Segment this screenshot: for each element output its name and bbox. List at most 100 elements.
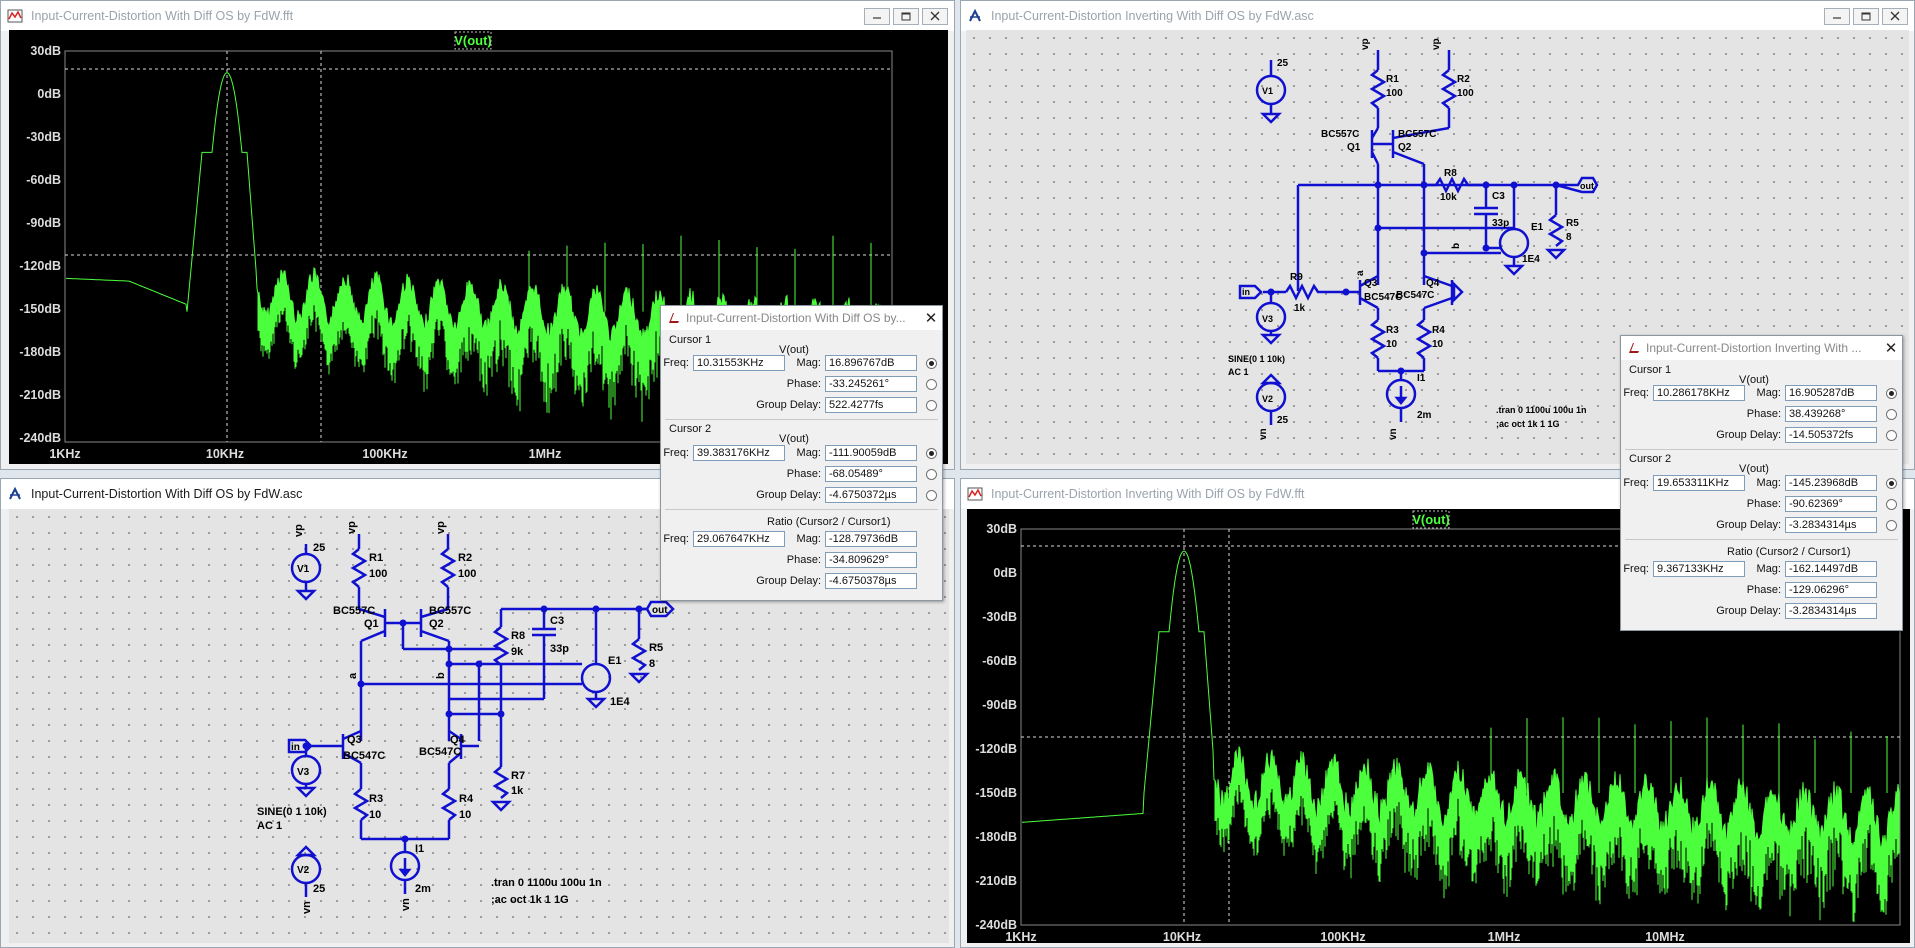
- x-tick: 10KHz: [206, 447, 244, 461]
- ratio-phase-field[interactable]: -34.809629°: [825, 552, 917, 568]
- cursor-window-titlebar[interactable]: Input-Current-Distortion Inverting With …: [1621, 336, 1902, 360]
- window-titlebar[interactable]: Input-Current-Distortion With Diff OS by…: [1, 1, 954, 31]
- y-tick: -240dB: [19, 431, 61, 445]
- ratio-freq-field[interactable]: 29.067647KHz: [693, 531, 785, 547]
- label-r5val: 8: [649, 658, 655, 670]
- cursor1-mag-field[interactable]: 16.905287dB: [1785, 385, 1877, 401]
- cursor-readout-window[interactable]: Input-Current-Distortion With Diff OS by…: [660, 305, 943, 601]
- cursor2-mag-radio[interactable]: [1886, 477, 1897, 489]
- cursor2-mag-field[interactable]: -111.90059dB: [825, 445, 917, 461]
- cursor1-gd-radio[interactable]: [926, 399, 937, 411]
- close-icon[interactable]: ✕: [1884, 340, 1898, 357]
- cursor1-phase-radio[interactable]: [1886, 408, 1897, 420]
- plot-frame: [1020, 528, 1901, 926]
- fft-plot-svg[interactable]: V(out) 30dB 0dB -30dB -60dB -90dB -120dB…: [967, 509, 1910, 944]
- label-acdir: ;ac oct 1k 1 1G: [491, 894, 569, 906]
- cursor2-gd-radio[interactable]: [926, 489, 937, 501]
- minimize-button[interactable]: [1824, 7, 1850, 25]
- cursor2-gd-radio[interactable]: [1886, 519, 1897, 531]
- ratio-freq-field[interactable]: 9.367133KHz: [1653, 561, 1745, 577]
- label-q1: Q1: [364, 618, 379, 630]
- trace-label-box: [454, 31, 492, 50]
- label-tran: .tran 0 1100u 100u 1n: [1496, 405, 1587, 415]
- label-q2: Q2: [1398, 142, 1412, 153]
- label-r4val: 10: [1432, 339, 1444, 350]
- cursor1-gd-field[interactable]: -14.505372fs: [1785, 427, 1877, 443]
- cursor1-group-label: Cursor 1: [669, 334, 712, 346]
- cursor2-gd-field[interactable]: -4.6750372µs: [825, 487, 917, 503]
- label-r1: R1: [1386, 74, 1399, 85]
- cursor2-gd-field[interactable]: -3.2834314µs: [1785, 517, 1877, 533]
- cursor1-freq-field[interactable]: 10.286178KHz: [1653, 385, 1745, 401]
- restore-button[interactable]: [1853, 7, 1879, 25]
- ratio-phase-field[interactable]: -129.06296°: [1785, 582, 1877, 598]
- label-r5val: 8: [1566, 232, 1572, 243]
- label-vp: vp: [293, 524, 305, 537]
- label-r8: R8: [511, 630, 525, 642]
- restore-button[interactable]: [893, 7, 919, 25]
- ratio-mag-field[interactable]: -128.79736dB: [825, 531, 917, 547]
- cursor2-freq-field[interactable]: 39.383176KHz: [693, 445, 785, 461]
- cursor2-mag-field[interactable]: -145.23968dB: [1785, 475, 1877, 491]
- cursor-readout-window[interactable]: Input-Current-Distortion Inverting With …: [1620, 335, 1903, 631]
- cursor1-mag-radio[interactable]: [926, 357, 937, 369]
- cursor1-mag-field[interactable]: 16.896767dB: [825, 355, 917, 371]
- label-vn: vn: [301, 901, 313, 914]
- y-tick: -120dB: [19, 259, 61, 273]
- fft-window-icon: [967, 487, 983, 501]
- schematic-canvas[interactable]: 25 V1 vp vp R1 100 R2 100 BC557C Q1 BC55…: [966, 30, 1909, 464]
- label-r2: R2: [1457, 74, 1470, 85]
- schematic-svg[interactable]: 25 V1 vp vp vp R1 100 R2 100 BC557C Q1 B…: [9, 509, 949, 943]
- ratio-gd-field[interactable]: -3.2834314µs: [1785, 603, 1877, 619]
- x-tick: 1KHz: [1005, 930, 1036, 943]
- label-r1val: 100: [1386, 88, 1403, 99]
- plot-frame: [64, 50, 893, 443]
- label-in: in: [1242, 287, 1250, 297]
- ratio-gd-field[interactable]: -4.6750378µs: [825, 573, 917, 589]
- cursor2-trace: V(out): [779, 433, 809, 445]
- cursor2-phase-radio[interactable]: [926, 468, 937, 480]
- cursor-window-titlebar[interactable]: Input-Current-Distortion With Diff OS by…: [661, 306, 942, 330]
- trace-label[interactable]: V(out): [454, 33, 492, 48]
- cursor1-freq-field[interactable]: 10.31553KHz: [693, 355, 785, 371]
- phase-label: Phase:: [786, 554, 821, 566]
- cursor2-phase-field[interactable]: -90.62369°: [1785, 496, 1877, 512]
- cursor1-phase-field[interactable]: 38.439268°: [1785, 406, 1877, 422]
- window-titlebar[interactable]: Input-Current-Distortion Inverting With …: [961, 1, 1914, 31]
- close-button[interactable]: [1882, 7, 1908, 25]
- cursor1-phase-field[interactable]: -33.245261°: [825, 376, 917, 392]
- cursor2-group-label: Cursor 2: [669, 423, 712, 435]
- close-button[interactable]: [922, 7, 948, 25]
- x-tick: 1KHz: [49, 447, 80, 461]
- label-r8val: 10k: [1440, 192, 1457, 203]
- cursor1-gd-field[interactable]: 522.4277fs: [825, 397, 917, 413]
- label-r9: R9: [1290, 272, 1303, 283]
- label-r8val: 9k: [511, 646, 524, 658]
- ratio-mag-field[interactable]: -162.14497dB: [1785, 561, 1877, 577]
- cursor2-phase-radio[interactable]: [1886, 498, 1897, 510]
- close-icon[interactable]: ✕: [924, 310, 938, 327]
- cursor2-mag-radio[interactable]: [926, 447, 937, 459]
- schematic-svg[interactable]: 25 V1 vp vp R1 100 R2 100 BC557C Q1 BC55…: [966, 30, 1909, 464]
- freq-label: Freq:: [1623, 563, 1649, 575]
- label-v1val: 25: [1277, 58, 1289, 69]
- trace-label[interactable]: V(out): [1412, 512, 1450, 527]
- cursor2-phase-field[interactable]: -68.05489°: [825, 466, 917, 482]
- cursor1-gd-radio[interactable]: [1886, 429, 1897, 441]
- cursor1-phase-radio[interactable]: [926, 378, 937, 390]
- ltspice-logo-icon: [1629, 343, 1639, 353]
- label-r3: R3: [369, 793, 383, 805]
- cursor1-mag-radio[interactable]: [1886, 387, 1897, 399]
- divider: [1625, 539, 1898, 540]
- window-title: Input-Current-Distortion With Diff OS by…: [31, 9, 294, 23]
- cursor1-trace: V(out): [779, 344, 809, 356]
- minimize-button[interactable]: [864, 7, 890, 25]
- y-tick: 30dB: [30, 44, 61, 58]
- fft-plot-svg[interactable]: V(out) 30dB 0dB -30dB -60dB -90dB -120dB…: [9, 30, 948, 464]
- ltspice-logo-icon: [669, 313, 679, 323]
- label-r1: R1: [369, 552, 383, 564]
- cursor2-freq-field[interactable]: 19.653311KHz: [1653, 475, 1745, 491]
- mag-label: Mag:: [796, 357, 821, 369]
- label-q3m: BC547C: [343, 750, 385, 762]
- label-v1: V1: [1262, 86, 1273, 96]
